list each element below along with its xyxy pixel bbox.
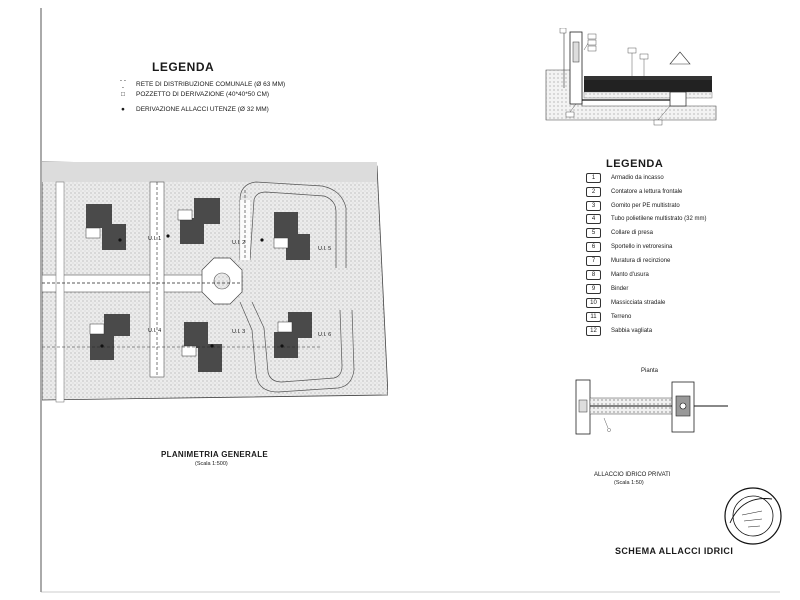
allaccio-title: ALLACCIO IDRICO PRIVATI (594, 472, 671, 478)
legend-left-item: □ POZZETTO DI DERIVAZIONE (40*40*50 CM) (118, 91, 269, 98)
legend-right-label: Massicciata stradale (611, 300, 666, 306)
legend-right-label: Armadio da incasso (611, 175, 664, 181)
schema-title: SCHEMA ALLACCI IDRICI (615, 546, 734, 556)
legend-right-label: Contatore a lettura frontale (611, 189, 683, 195)
legend-right-item: 1 Armadio da incasso (586, 173, 664, 183)
legend-left-item: - - - RETE DI DISTRIBUZIONE COMUNALE (Ø … (118, 77, 285, 91)
legend-left-label: RETE DI DISTRIBUZIONE COMUNALE (Ø 63 MM) (136, 80, 286, 88)
legend-right-item: 3 Gomito per PE multistrato (586, 201, 680, 211)
legend-right-title: LEGENDA (606, 158, 664, 170)
legend-right-label: Collare di presa (611, 230, 654, 236)
plan-scale: (Scala 1:500) (195, 461, 228, 467)
legend-number: 10 (586, 298, 601, 308)
legend-number: 9 (586, 284, 601, 294)
legend-number: 1 (586, 173, 601, 183)
legend-number: 2 (586, 187, 601, 197)
legend-right-item: 12 Sabbia vagliata (586, 326, 652, 336)
legend-left-title: LEGENDA (152, 60, 215, 74)
unit-label: U.I. 5 (318, 246, 332, 252)
square-icon: □ (121, 91, 125, 98)
legend-right-label: Tubo polietilene multistrato (32 mm) (611, 216, 707, 222)
seal-stamp (724, 487, 782, 545)
legend-right-label: Gomito per PE multistrato (611, 203, 680, 209)
plan-detail (575, 379, 728, 435)
unit-label: U.I. 2 (232, 240, 246, 246)
legend-right-item: 4 Tubo polietilene multistrato (32 mm) (586, 214, 706, 224)
legend-left-label: DERIVAZIONE ALLACCI UTENZE (Ø 32 MM) (136, 106, 269, 113)
legend-right-item: 6 Sportello in vetroresina (586, 242, 672, 252)
legend-number: 4 (586, 214, 601, 224)
unit-label: U.I. 3 (232, 329, 246, 335)
section-detail (545, 28, 717, 126)
legend-number: 8 (586, 270, 601, 280)
legend-number: 11 (586, 312, 601, 322)
legend-number: 6 (586, 242, 601, 252)
legend-left-item: ● DERIVAZIONE ALLACCI UTENZE (Ø 32 MM) (118, 106, 269, 113)
legend-right-item: 8 Manto d'usura (586, 270, 649, 280)
legend-left-label: POZZETTO DI DERIVAZIONE (40*40*50 CM) (136, 91, 270, 98)
legend-number: 5 (586, 228, 601, 238)
legend-right-label: Terreno (611, 314, 632, 320)
legend-right-label: Muratura di recinzione (611, 258, 671, 264)
dot-icon: ● (121, 106, 125, 113)
legend-right-item: 10 Massicciata stradale (586, 298, 665, 308)
legend-right-item: 2 Contatore a lettura frontale (586, 187, 682, 197)
plan-title: PLANIMETRIA GENERALE (161, 450, 269, 459)
legend-right-label: Manto d'usura (611, 272, 649, 278)
unit-label: U.I. 1 (148, 236, 162, 242)
unit-label: U.I. 6 (318, 332, 332, 338)
legend-right-label: Sportello in vetroresina (611, 244, 673, 250)
legend-right-item: 7 Muratura di recinzione (586, 256, 670, 266)
legend-right-item: 5 Collare di presa (586, 228, 653, 238)
legend-number: 12 (586, 326, 601, 336)
unit-label: U.I. 4 (148, 328, 162, 334)
legend-number: 7 (586, 256, 601, 266)
legend-right-label: Binder (611, 286, 629, 292)
legend-right-label: Sabbia vagliata (611, 328, 653, 334)
legend-right-item: 11 Terreno (586, 312, 631, 322)
pianta-label: Pianta (641, 368, 659, 374)
site-plan (42, 161, 388, 403)
dashed-line-icon: - - - (119, 77, 127, 91)
legend-right-item: 9 Binder (586, 284, 628, 294)
allaccio-scale: (Scala 1:50) (614, 480, 644, 486)
legend-number: 3 (586, 201, 601, 211)
